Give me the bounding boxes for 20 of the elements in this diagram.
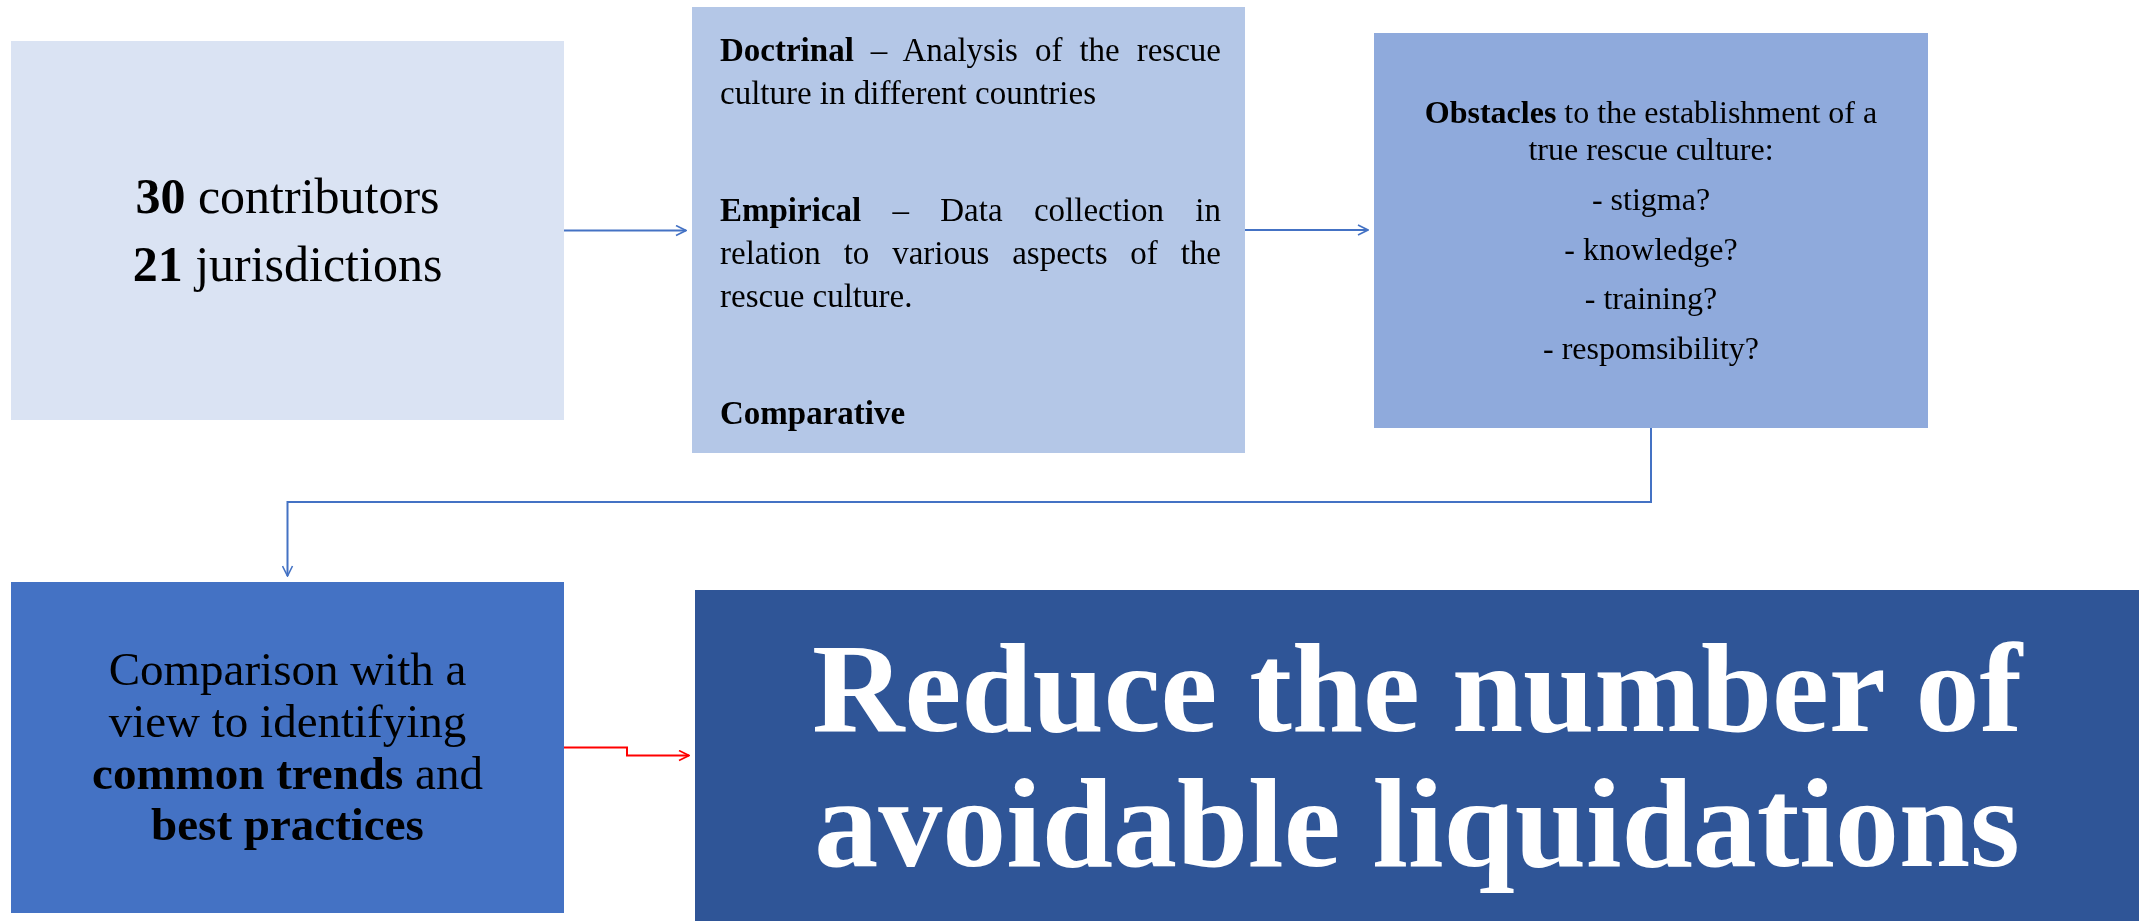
box-text: - stigma? (1590, 180, 1712, 218)
box-text: - respomsibility? (1542, 330, 1760, 367)
process-box (1374, 33, 1928, 428)
box-text: Empirical – Data collection in relation to various aspects of the rescue culture. (720, 191, 1221, 316)
box-text: 30 contributors (134, 168, 441, 226)
process-box (11, 41, 564, 420)
box-text: Comparative (720, 394, 907, 434)
box-text: Doctrinal – Analysis of the rescue culture in different countries (720, 31, 1221, 113)
process-box (692, 7, 1245, 453)
box-text: Comparison with a view to identifying common trends and best practices (91, 644, 484, 851)
process-box (695, 590, 2139, 921)
arrow (281, 427, 1652, 577)
process-box (11, 582, 564, 913)
arrow (563, 746, 690, 762)
box-text: - training? (1583, 280, 1719, 318)
arrow (1244, 224, 1369, 236)
arrow (563, 224, 687, 237)
box-text: - knowledge? (1563, 230, 1739, 268)
box-text: 21 jurisdictions (131, 235, 444, 293)
box-text: Obstacles to the establishment of a true rescue culture: (1424, 94, 1878, 168)
